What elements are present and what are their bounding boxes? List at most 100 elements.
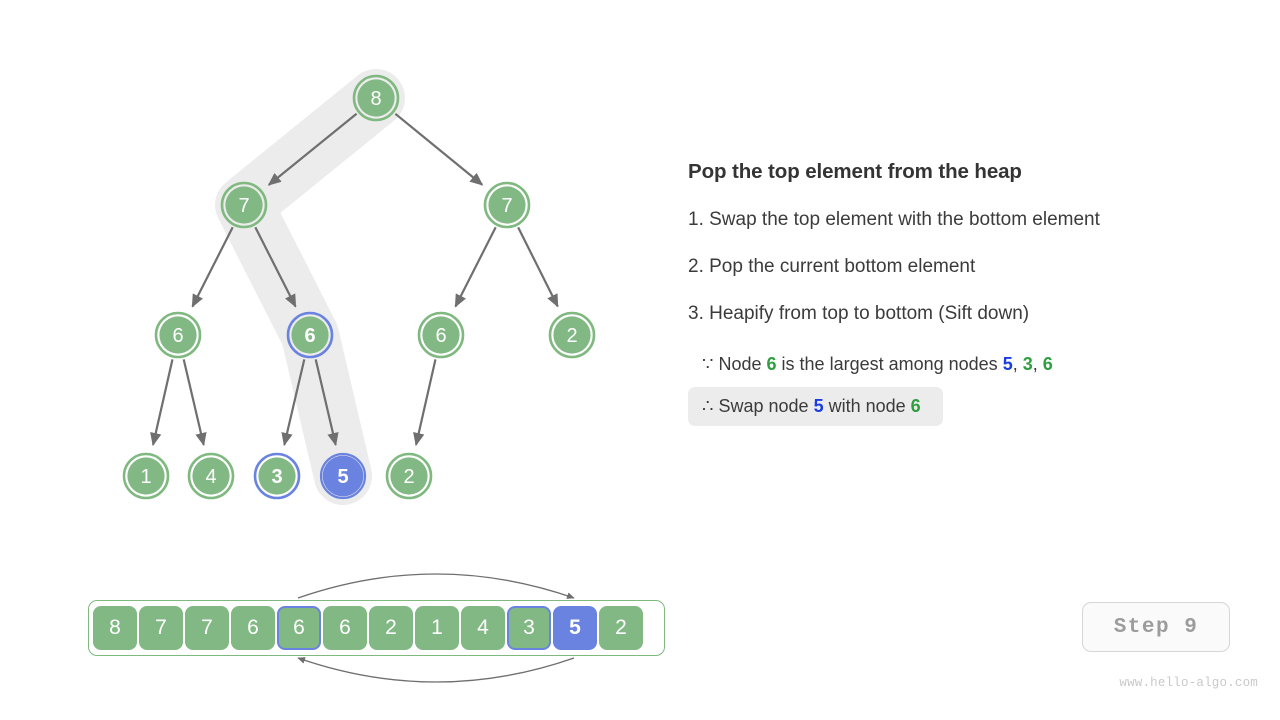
array-cell-value: 1	[431, 616, 443, 639]
node-value: 4	[205, 466, 216, 488]
array-cell[interactable]: 7	[139, 606, 183, 650]
tree-node[interactable]: 5	[319, 452, 367, 500]
node-disc	[192, 457, 230, 495]
array-cell[interactable]: 3	[507, 606, 551, 650]
node-disc	[390, 457, 428, 495]
node-ring	[253, 452, 301, 500]
tree-node[interactable]: 2	[385, 452, 433, 500]
tree-edge	[413, 359, 437, 447]
node-value: 6	[304, 325, 315, 347]
tree-node[interactable]: 1	[122, 452, 170, 500]
reason-line: ∵ Node 6 is the largest among nodes 5, 3…	[688, 350, 1248, 379]
node-value: 8	[370, 88, 381, 110]
reason-node-value: 6	[766, 353, 777, 374]
description-panel: Pop the top element from the heap 1. Swa…	[688, 158, 1248, 426]
tree-node[interactable]: 6	[417, 311, 465, 359]
reason-separator: ,	[1032, 353, 1043, 374]
tree-node[interactable]: 2	[548, 311, 596, 359]
array-cell[interactable]: 2	[599, 606, 643, 650]
array-cell[interactable]: 7	[185, 606, 229, 650]
highlight-band	[215, 69, 405, 505]
node-value: 3	[271, 466, 282, 488]
reason-prefix: Node	[718, 353, 762, 374]
tree-node[interactable]: 3	[253, 452, 301, 500]
reason-candidate-2: 6	[1042, 353, 1053, 374]
array-cell-value: 2	[385, 616, 397, 639]
page-title: Pop the top element from the heap	[688, 160, 1022, 183]
because-symbol: ∵	[702, 353, 714, 374]
node-value: 1	[140, 466, 151, 488]
conclusion-to-node: 6	[910, 395, 921, 416]
node-ring	[187, 452, 235, 500]
array-cell[interactable]: 2	[369, 606, 413, 650]
node-ring	[352, 74, 400, 122]
array-cell-value: 5	[569, 616, 581, 639]
array-cell-value: 6	[247, 616, 259, 639]
node-ring	[286, 311, 334, 359]
array-cell-value: 7	[201, 616, 213, 639]
array-cell[interactable]: 6	[277, 606, 321, 650]
array-cell-value: 8	[109, 616, 121, 639]
node-ring	[385, 452, 433, 500]
tree-node[interactable]: 6	[286, 311, 334, 359]
node-value: 5	[337, 466, 348, 488]
swap-arrow-layer	[297, 573, 575, 683]
node-value: 6	[172, 325, 183, 347]
tree-edge	[314, 359, 339, 447]
watermark: www.hello-algo.com	[1119, 676, 1258, 690]
array-cell-value: 3	[523, 616, 535, 639]
reason-candidate-0: 5	[1002, 353, 1013, 374]
tree-edge	[517, 226, 559, 308]
binary-tree-diagram: 8 7 7 6 6 6 2 1 4 3 5 2	[0, 0, 680, 540]
tree-edge	[394, 112, 484, 186]
reason-candidate-list: 5, 3, 6	[1003, 354, 1053, 374]
tree-edge	[191, 226, 234, 308]
array-cell-value: 7	[155, 616, 167, 639]
array-cell[interactable]: 4	[461, 606, 505, 650]
node-disc	[422, 316, 460, 354]
therefore-symbol: ∴	[702, 395, 714, 416]
tree-edge	[281, 359, 306, 447]
tree-node[interactable]: 7	[220, 181, 268, 229]
conclusion-middle: with node	[828, 395, 906, 416]
reason-separator: ,	[1012, 353, 1023, 374]
tree-edge	[454, 226, 497, 308]
node-value: 7	[501, 195, 512, 217]
node-value: 6	[435, 325, 446, 347]
conclusion-prefix: Swap node	[718, 395, 809, 416]
array-cell[interactable]: 6	[323, 606, 367, 650]
node-disc	[159, 316, 197, 354]
array-cell[interactable]: 1	[415, 606, 459, 650]
node-value: 2	[566, 325, 577, 347]
node-ring	[220, 181, 268, 229]
tree-nodes: 8 7 7 6 6 6 2 1 4 3 5 2	[122, 74, 596, 500]
node-disc	[357, 79, 395, 117]
reason-middle: is the largest among nodes	[781, 353, 998, 374]
array-cell[interactable]: 8	[93, 606, 137, 650]
tree-svg: 8 7 7 6 6 6 2 1 4 3 5 2	[122, 69, 596, 505]
swap-arrow-top	[297, 573, 575, 599]
tree-node[interactable]: 7	[483, 181, 531, 229]
tree-node[interactable]: 4	[187, 452, 235, 500]
tree-edges	[150, 112, 559, 447]
node-value: 7	[238, 195, 249, 217]
node-disc	[127, 457, 165, 495]
description-step-1: 1. Swap the top element with the bottom …	[688, 208, 1100, 230]
tree-edge	[267, 112, 358, 186]
array-cell[interactable]: 6	[231, 606, 275, 650]
array-cell-value: 2	[615, 616, 627, 639]
node-ring	[319, 452, 367, 500]
tree-node[interactable]: 6	[154, 311, 202, 359]
description-step-3: 3. Heapify from top to bottom (Sift down…	[688, 302, 1030, 324]
node-ring	[483, 181, 531, 229]
tree-node[interactable]: 8	[352, 74, 400, 122]
array-swap-arrows-svg	[297, 573, 575, 683]
conclusion-badge: ∴ Swap node 5 with node 6	[688, 386, 943, 426]
swap-arrow-bottom	[297, 657, 575, 683]
array-cell[interactable]: 5	[553, 606, 597, 650]
tree-edge	[182, 359, 207, 447]
node-disc	[291, 316, 329, 354]
node-disc	[553, 316, 591, 354]
